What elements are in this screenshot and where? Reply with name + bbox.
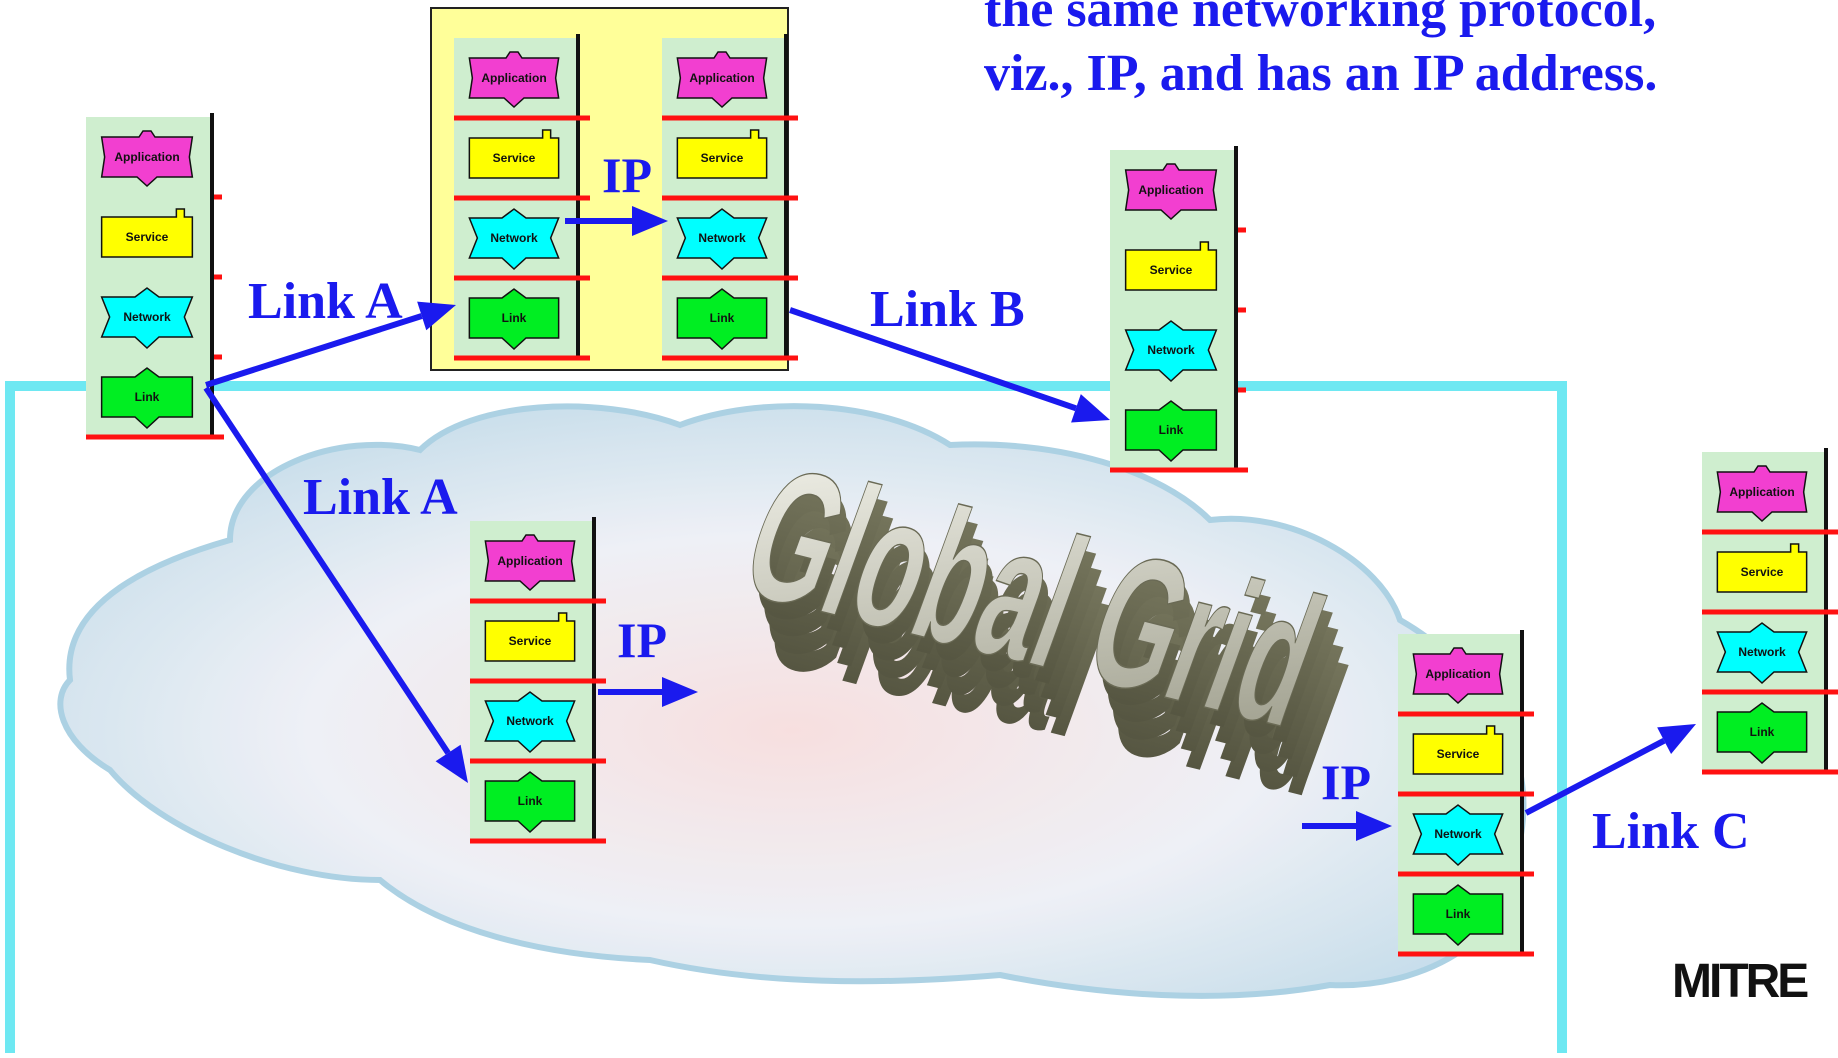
application-layer-label: Application	[114, 150, 179, 164]
network-layer-label: Network	[123, 310, 171, 324]
link-layer-icon	[1124, 400, 1218, 463]
arrow-grid-in-ip	[598, 677, 698, 707]
link-layer-icon	[676, 288, 768, 351]
arrow-link-b	[789, 307, 1110, 423]
heading-text: the same networking protocol, viz., IP, …	[984, 0, 1834, 106]
arrow-grid-out-ip	[1302, 811, 1392, 841]
service-layer-label: Service	[1437, 747, 1480, 761]
application-layer-label: Application	[497, 554, 562, 568]
application-layer-icon	[1716, 465, 1808, 523]
link-layer-icon	[1716, 702, 1808, 765]
application-layer-label: Application	[1138, 183, 1203, 197]
network-layer-label: Network	[490, 231, 538, 245]
service-layer-icon	[1124, 241, 1218, 291]
network-layer-icon	[484, 691, 576, 754]
service-layer-icon	[1412, 725, 1504, 775]
network-layer-label: Network	[1147, 343, 1195, 357]
service-layer-label: Service	[701, 151, 744, 165]
application-layer-icon	[468, 51, 560, 109]
arrow-link-a-top	[205, 301, 456, 388]
application-layer-label: Application	[689, 71, 754, 85]
service-layer-icon	[468, 129, 560, 179]
application-layer-icon	[676, 51, 768, 109]
service-layer-icon	[1716, 543, 1808, 593]
network-layer-label: Network	[1738, 645, 1786, 659]
heading-line-1: the same networking protocol,	[984, 0, 1657, 38]
heading-line-2: viz., IP, and has an IP address.	[984, 45, 1658, 102]
link-layer-icon	[484, 771, 576, 834]
link-a-bottom-label: Link A	[303, 469, 458, 526]
application-layer-icon	[1412, 647, 1504, 705]
network-layer-label: Network	[1434, 827, 1482, 841]
service-layer-label: Service	[509, 634, 552, 648]
service-layer-icon	[100, 208, 194, 258]
global-grid-frame	[5, 381, 1567, 1058]
link-layer-label: Link	[502, 311, 527, 325]
link-c-label: Link C	[1592, 803, 1750, 860]
service-layer-label: Service	[1741, 565, 1784, 579]
application-layer-label: Application	[1425, 667, 1490, 681]
network-layer-icon	[1716, 622, 1808, 685]
service-layer-icon	[676, 129, 768, 179]
arrow-link-c	[1524, 724, 1696, 816]
application-layer-label: Application	[1729, 485, 1794, 499]
grid-in-ip-label: IP	[617, 612, 667, 668]
link-a-top-label: Link A	[248, 273, 403, 330]
arrow-router-ip	[565, 206, 668, 236]
grid-out-ip-label: IP	[1321, 754, 1371, 810]
link-layer-icon	[100, 367, 194, 430]
application-layer-icon	[484, 534, 576, 592]
application-layer-icon	[1124, 163, 1218, 221]
link-layer-label: Link	[1446, 907, 1471, 921]
link-layer-label: Link	[135, 390, 160, 404]
mitre-logo: MITRE	[1672, 955, 1809, 1008]
arrow-link-a-bottom	[203, 386, 468, 783]
application-layer-label: Application	[481, 71, 546, 85]
network-layer-icon	[100, 287, 194, 350]
service-layer-icon	[484, 612, 576, 662]
network-layer-icon	[676, 208, 768, 271]
network-layer-icon	[1412, 804, 1504, 867]
link-layer-icon	[1412, 884, 1504, 947]
network-layer-label: Network	[698, 231, 746, 245]
application-layer-icon	[100, 130, 194, 188]
link-layer-label: Link	[1159, 423, 1184, 437]
service-layer-label: Service	[1150, 263, 1193, 277]
link-layer-label: Link	[710, 311, 735, 325]
network-layer-label: Network	[506, 714, 554, 728]
network-layer-icon	[1124, 320, 1218, 383]
service-layer-label: Service	[493, 151, 536, 165]
service-layer-label: Service	[126, 230, 169, 244]
link-b-label: Link B	[870, 281, 1025, 338]
network-layer-icon	[468, 208, 560, 271]
link-arrows	[203, 206, 1696, 841]
link-layer-icon	[468, 288, 560, 351]
link-layer-label: Link	[518, 794, 543, 808]
router-ip-label: IP	[602, 147, 652, 203]
link-layer-label: Link	[1750, 725, 1775, 739]
